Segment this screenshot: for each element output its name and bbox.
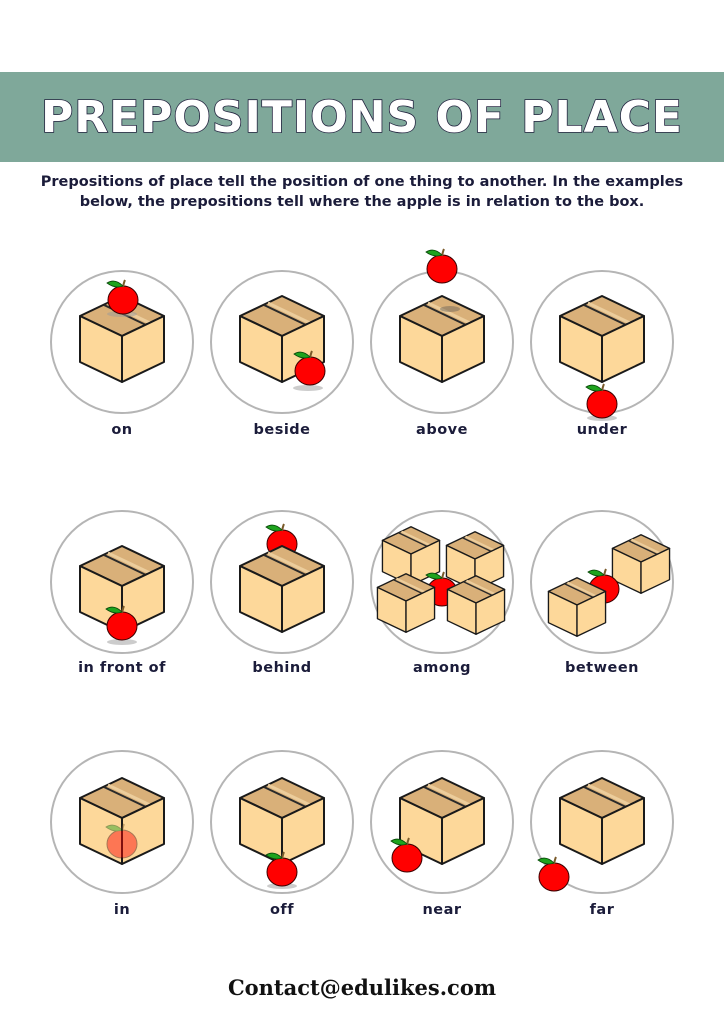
card-between: between [522,502,682,702]
label-under: under [576,422,628,438]
label-off: off [269,902,295,918]
card-under: under [522,262,682,462]
card-in-front-of: in front of [42,502,202,702]
card-in: in [42,742,202,942]
card-beside: beside [202,262,362,462]
card-near: near [362,742,522,942]
apple-far-from-box-illustration [530,750,674,894]
apple-in-front-of-box-illustration [50,510,194,654]
card-far: far [522,742,682,942]
apple-on-box-illustration [50,270,194,414]
label-on: on [111,422,133,438]
apple-behind-box-illustration [210,510,354,654]
apple-among-boxes-illustration [370,510,514,654]
label-beside: beside [253,422,311,438]
card-above: above [362,248,522,462]
apple-under-box-illustration [530,270,674,421]
apple-near-box-illustration [370,750,514,894]
label-above: above [416,422,468,438]
contact-email[interactable]: Contact@edulikes.com [227,975,497,1000]
label-among: among [412,660,472,676]
label-near: near [422,902,462,918]
label-in-front-of: in front of [78,660,166,676]
apple-beside-box-illustration [210,270,354,414]
page-title: PREPOSITIONS OF PLACE [40,91,683,144]
apple-above-box-illustration [370,248,514,414]
apple-in-box-illustration [50,750,194,894]
label-between: between [564,660,640,676]
card-among: among [362,502,522,702]
intro-paragraph: Prepositions of place tell the position … [40,174,684,210]
card-behind: behind [202,502,362,702]
card-on: on [42,262,202,462]
title-banner: PREPOSITIONS OF PLACE [0,72,724,162]
apple-between-boxes-illustration [530,510,674,654]
card-off: off [202,742,362,942]
label-in: in [113,902,131,918]
label-far: far [589,902,615,918]
label-behind: behind [252,660,312,676]
apple-off-box-illustration [210,750,354,894]
